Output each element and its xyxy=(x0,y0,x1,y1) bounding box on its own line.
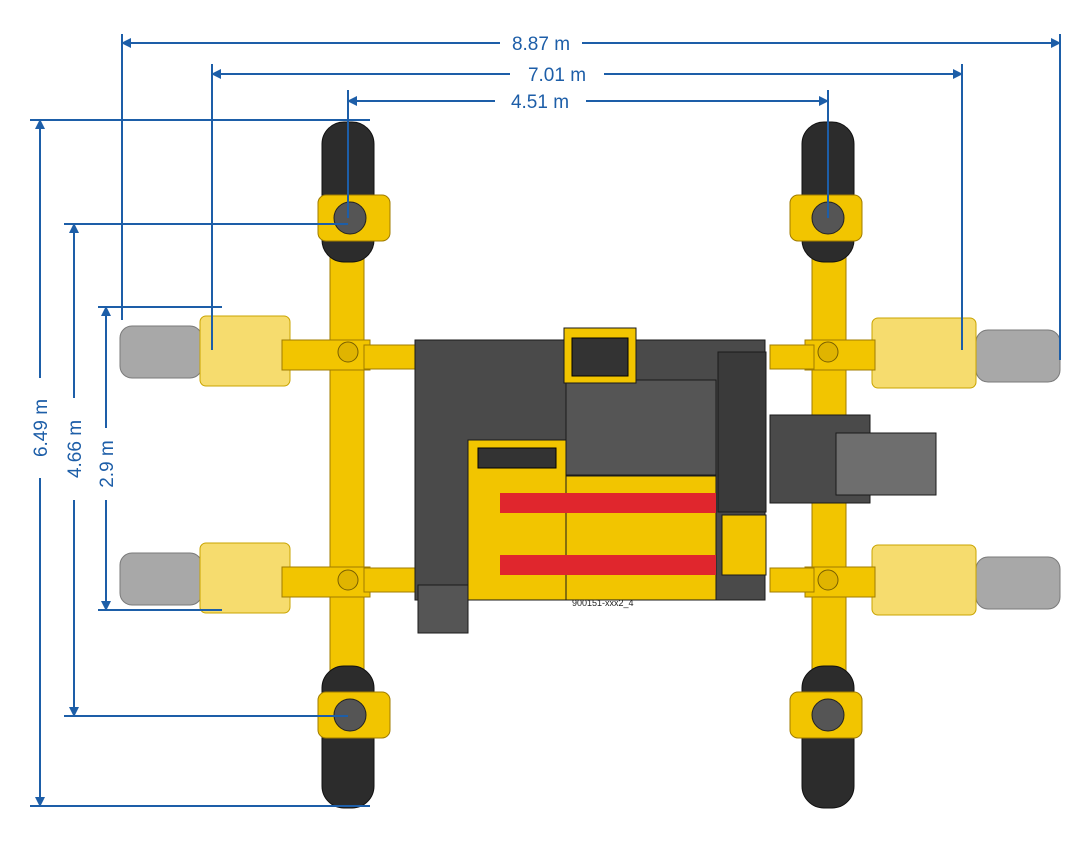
ghost-wheel-left-top xyxy=(119,315,291,387)
drawing-reference: 900151-xxx2_4 xyxy=(572,598,634,608)
label-width-total: 8.87 m xyxy=(512,34,570,55)
label-width-mid: 7.01 m xyxy=(528,65,586,86)
left-leg-frame xyxy=(281,219,421,721)
ghost-wheel-left-bottom xyxy=(119,542,291,614)
wheel-front-left xyxy=(317,121,391,263)
label-length-mid: 4.66 m xyxy=(65,420,86,478)
ghost-wheel-right-bottom xyxy=(871,544,1061,616)
label-length-total: 6.49 m xyxy=(31,399,52,457)
label-length-inner: 2.9 m xyxy=(97,440,118,488)
dimension-labels: 8.87 m 7.01 m 4.51 m 6.49 m 4.66 m 2.9 m xyxy=(31,34,586,488)
ghost-wheel-right-top xyxy=(871,317,1061,389)
engine-cover xyxy=(467,439,717,601)
dimension-annotations xyxy=(30,34,1061,807)
label-width-inner: 4.51 m xyxy=(511,92,569,113)
machine-illustration: 900151-xxx2_4 xyxy=(119,121,1061,809)
wheel-front-right xyxy=(789,121,863,263)
wheel-rear-left xyxy=(317,665,391,809)
radiator-grille xyxy=(835,432,937,496)
access-step xyxy=(417,584,469,634)
wheel-rear-right xyxy=(789,665,863,809)
